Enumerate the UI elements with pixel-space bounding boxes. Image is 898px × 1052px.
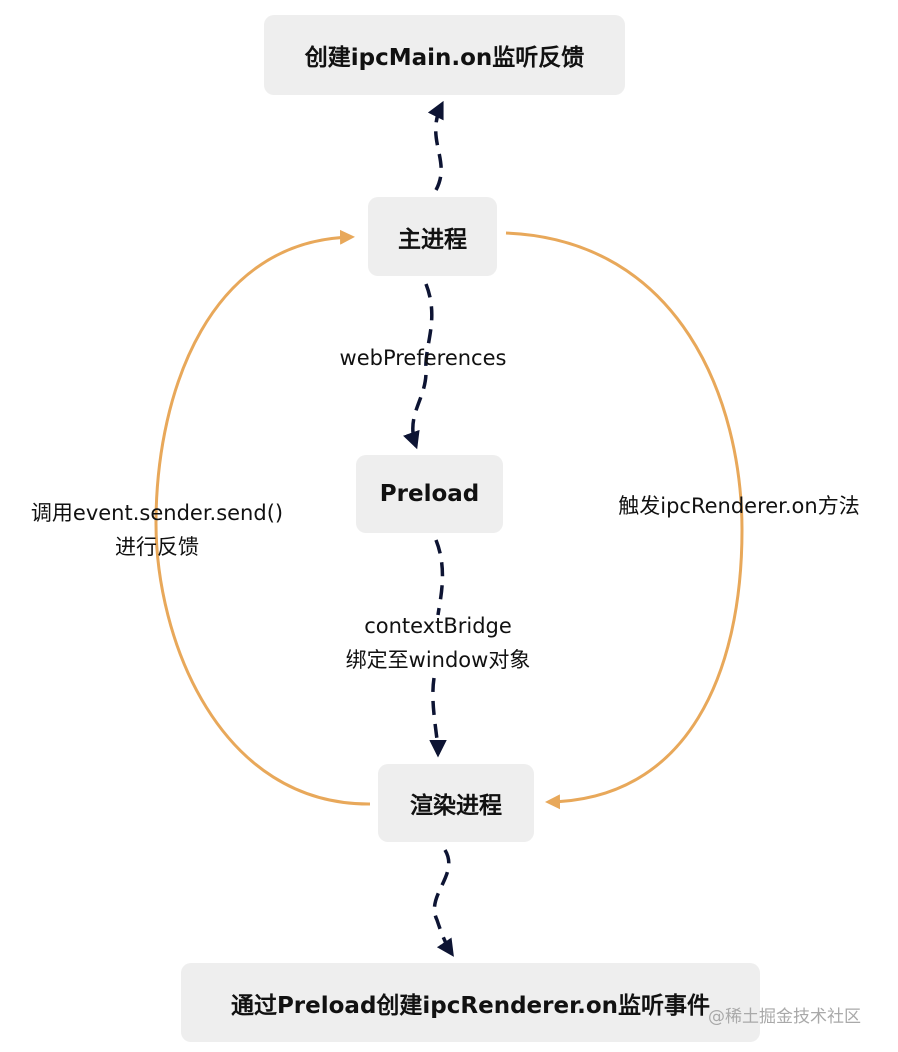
edge-main-to-preload: [403, 283, 434, 450]
node-ipcmain-listen: 创建ipcMain.on监听反馈: [264, 15, 625, 95]
label-sender-send-line2: 进行反馈: [115, 535, 199, 559]
edge-renderer-to-listen: [432, 849, 454, 957]
label-trigger-renderer-on-text: 触发ipcRenderer.on方法: [618, 494, 860, 518]
label-context-bridge-line1: contextBridge: [364, 614, 512, 638]
edge-preload-to-renderer: [433, 539, 443, 754]
label-trigger-renderer-on: 触发ipcRenderer.on方法: [588, 489, 890, 523]
label-web-preferences-text: webPreferences: [339, 346, 507, 370]
label-web-preferences: webPreferences: [318, 341, 528, 375]
label-context-bridge-line2: 绑定至window对象: [345, 648, 531, 672]
node-ipcrenderer-listen: 通过Preload创建ipcRenderer.on监听事件: [181, 963, 760, 1042]
label-sender-send: 调用event.sender.send() 进行反馈: [4, 496, 310, 564]
node-main-process: 主进程: [368, 197, 497, 276]
node-preload: Preload: [356, 455, 503, 533]
edge-renderer-to-main: [154, 229, 371, 806]
watermark: @稀土掘金技术社区: [708, 1007, 861, 1027]
edge-main-to-listen: [427, 100, 444, 191]
node-renderer-process: 渲染进程: [378, 764, 534, 842]
edge-main-to-renderer: [505, 231, 744, 810]
label-sender-send-line1: 调用event.sender.send(): [30, 501, 284, 525]
label-context-bridge: contextBridge 绑定至window对象: [318, 609, 558, 677]
